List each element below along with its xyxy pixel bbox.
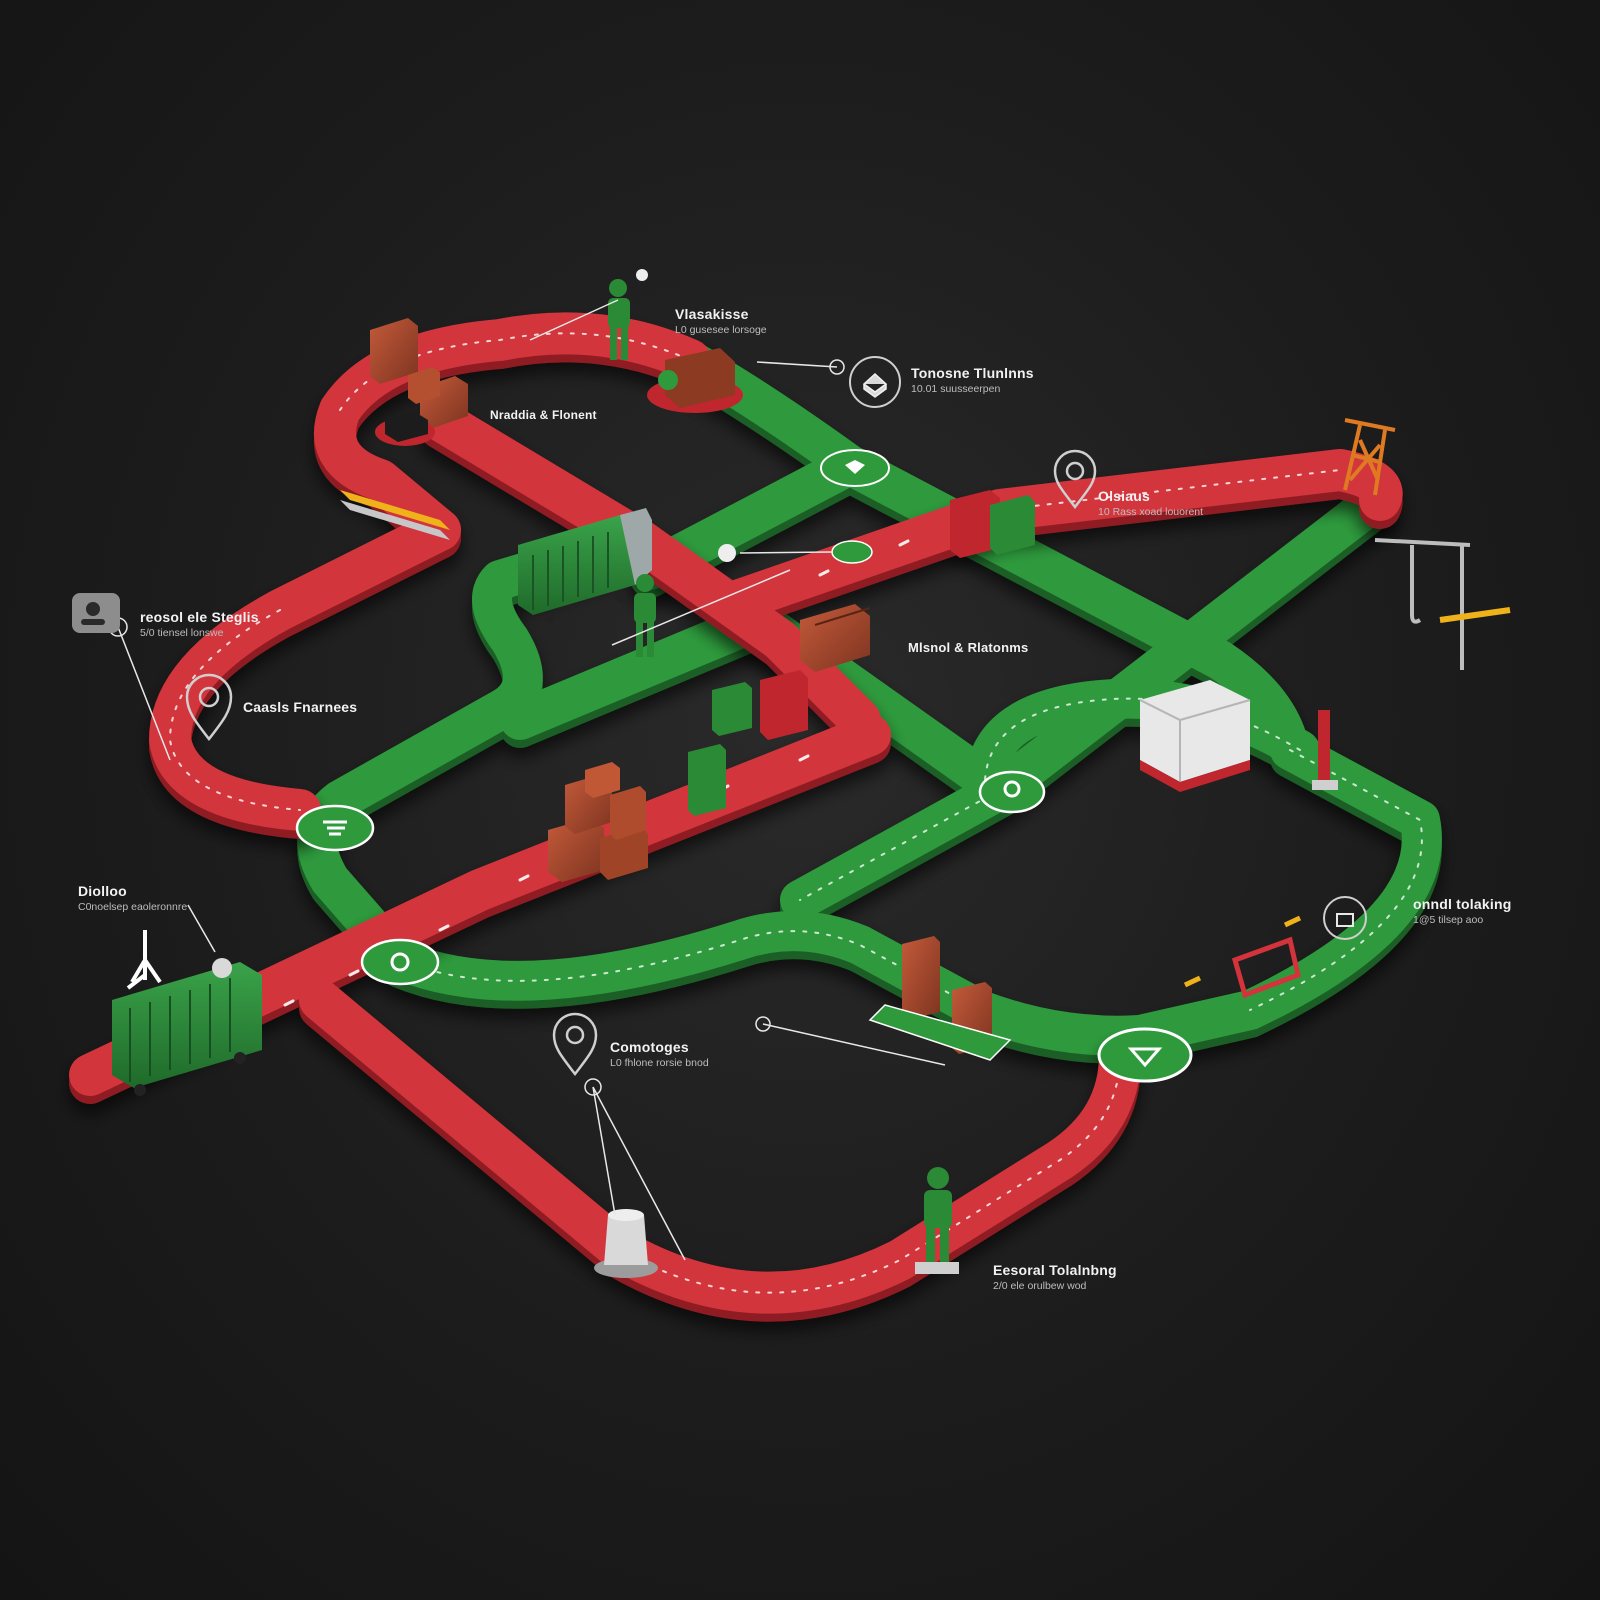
container-truck-bottom-left	[112, 962, 262, 1096]
label-title: Tonosne Tlunlnns	[911, 365, 1034, 381]
label-subtitle: 5/0 tiensel lonswe	[140, 627, 224, 639]
map-pin-icon[interactable]	[552, 1012, 598, 1077]
label-subtitle: 2/0 ele orulbew wod	[993, 1280, 1087, 1292]
label-top-left: Nraddia & Flonent	[490, 408, 597, 422]
crane-tower-right	[1343, 418, 1396, 496]
label-title: Vlasakisse	[675, 306, 749, 322]
label-title: Comotoges	[610, 1039, 689, 1055]
gate-right	[1183, 915, 1302, 999]
box-stack-center	[800, 604, 871, 672]
leader-lines	[108, 299, 946, 1261]
label-left-pin: Caasls Fnarnees	[243, 699, 357, 715]
label-title: Eesoral Tolalnbng	[993, 1262, 1117, 1278]
label-bottom-mid: Comotoges L0 fhlone rorsie bnod	[610, 1039, 709, 1069]
gantry-right	[1374, 538, 1511, 670]
hub-badge-b[interactable]	[295, 804, 375, 852]
red-track-network	[69, 312, 1403, 1322]
post-right	[1312, 710, 1338, 790]
label-right-lower: onndl tolaking 1@5 tilsep aoo	[1413, 896, 1511, 926]
hub-badge-e[interactable]	[1097, 1027, 1193, 1083]
label-title: Caasls Fnarnees	[243, 699, 358, 715]
worker-top	[608, 269, 648, 360]
worker-center	[634, 544, 736, 657]
pallet-white-right	[1139, 680, 1251, 792]
label-subtitle: 10.01 suusseerpen	[911, 383, 1001, 395]
antenna-bottom-left	[126, 930, 232, 990]
label-center: Mlsnol & Rlatonms	[908, 640, 1028, 655]
car-top-left	[375, 412, 435, 446]
label-bottom-right: Eesoral Tolalnbng 2/0 ele orulbew wod	[993, 1262, 1117, 1292]
label-subtitle: C0noelsep eaoleronnre	[78, 901, 188, 913]
hub-badge-a[interactable]	[820, 449, 890, 487]
cargo-hub-top	[647, 348, 743, 413]
box-stack-top-left	[370, 318, 468, 428]
label-right-mid: Olsiaus 10 Rass xoad louorent	[1098, 488, 1203, 518]
label-title: reosol ele Steglis	[140, 609, 259, 625]
hub-badge-c[interactable]	[360, 938, 440, 986]
label-title: Diolloo	[78, 883, 127, 899]
label-subtitle: L0 fhlone rorsie bnod	[610, 1057, 709, 1069]
worker-bottom	[915, 1167, 959, 1274]
conveyor-left	[340, 490, 450, 540]
label-subtitle: L0 gusesee lorsoge	[675, 324, 767, 336]
person-card-icon[interactable]	[72, 593, 120, 633]
map-pin-icon[interactable]	[1053, 449, 1097, 510]
label-top-right: Tonosne Tlunlnns 10.01 suusseerpen	[911, 365, 1034, 395]
map-pin-icon[interactable]	[185, 673, 233, 742]
label-subtitle: 1@5 tilsep aoo	[1413, 914, 1484, 926]
badge-icon[interactable]	[1323, 896, 1367, 940]
label-title: Olsiaus	[1098, 488, 1150, 504]
label-left-upper: reosol ele Steglis 5/0 tiensel lonswe	[140, 609, 259, 639]
box-stack-bottom-right	[868, 936, 1012, 1061]
label-title: onndl tolaking	[1413, 896, 1512, 912]
silo-bottom	[594, 1209, 658, 1278]
label-title: Nraddia & Flonent	[490, 408, 597, 422]
label-subtitle: 10 Rass xoad louorent	[1098, 506, 1204, 518]
hub-badge-d[interactable]	[978, 770, 1046, 814]
hub-badge-f[interactable]	[831, 540, 873, 564]
box-stack-left-center	[548, 762, 648, 882]
label-left-lower: Diolloo C0noelsep eaoleronnre	[78, 883, 187, 913]
container-red-center	[688, 670, 808, 816]
label-title: Mlsnol & Rlatonms	[908, 640, 1029, 655]
warehouse-box-icon[interactable]	[849, 356, 901, 408]
container-truck-center	[518, 508, 652, 623]
label-top-center: Vlasakisse L0 gusesee lorsoge	[675, 306, 767, 336]
container-red-right	[950, 490, 1035, 558]
